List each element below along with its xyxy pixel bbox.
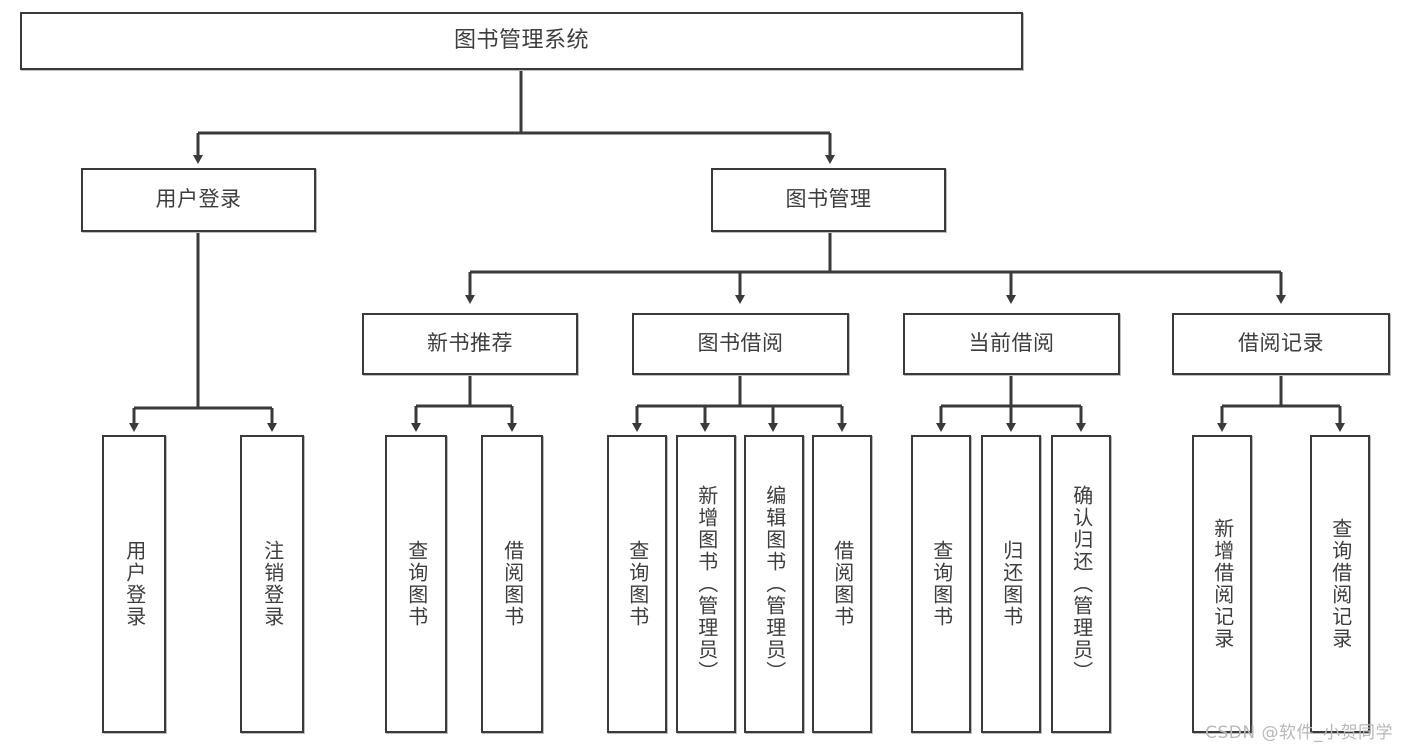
node-label: 用户登录 (155, 187, 242, 212)
node-label: 用户登录 (122, 540, 147, 628)
node-user-login[interactable]: 用户登录 (81, 168, 316, 232)
node-book-borrow[interactable]: 图书借阅 (632, 313, 849, 375)
node-label: 借阅图书 (500, 540, 525, 628)
node-label: 新增图书（管理员） (694, 485, 719, 683)
node-label: 查询图书 (404, 540, 429, 628)
leaf-query-book-borrow[interactable]: 查询图书 (607, 435, 667, 733)
node-borrow-record[interactable]: 借阅记录 (1172, 313, 1390, 375)
leaf-borrow-book-recommend[interactable]: 借阅图书 (481, 435, 543, 733)
node-label: 注销登录 (260, 540, 285, 628)
node-label: 当前借阅 (968, 331, 1055, 356)
node-label: 新增借阅记录 (1210, 518, 1235, 650)
leaf-add-borrow-record[interactable]: 新增借阅记录 (1192, 435, 1252, 733)
node-label: 查询图书 (929, 540, 954, 628)
node-label: 图书借阅 (697, 331, 784, 356)
leaf-query-book-current[interactable]: 查询图书 (911, 435, 971, 733)
node-label: 查询图书 (625, 540, 650, 628)
leaf-confirm-return[interactable]: 确认归还（管理员） (1051, 435, 1111, 733)
node-current-borrow[interactable]: 当前借阅 (903, 313, 1120, 375)
node-root-system[interactable]: 图书管理系统 (20, 12, 1023, 70)
leaf-query-borrow-record[interactable]: 查询借阅记录 (1310, 435, 1370, 733)
node-label: 新书推荐 (427, 331, 513, 356)
node-label: 图书管理 (785, 187, 872, 212)
node-label: 查询借阅记录 (1328, 518, 1353, 650)
node-label: 编辑图书（管理员） (762, 485, 787, 683)
node-label: 图书管理系统 (453, 27, 589, 53)
leaf-query-book-recommend[interactable]: 查询图书 (385, 435, 447, 733)
leaf-user-login[interactable]: 用户登录 (102, 435, 166, 733)
node-label: 确认归还（管理员） (1069, 485, 1094, 683)
leaf-edit-book[interactable]: 编辑图书（管理员） (744, 435, 804, 733)
leaf-add-book[interactable]: 新增图书（管理员） (676, 435, 736, 733)
leaf-logout-login[interactable]: 注销登录 (240, 435, 304, 733)
node-label: 借阅图书 (830, 540, 855, 628)
leaf-borrow-book-borrow[interactable]: 借阅图书 (812, 435, 872, 733)
leaf-return-book[interactable]: 归还图书 (981, 435, 1041, 733)
watermark-text: CSDN @软件_小贺同学 (1205, 723, 1393, 743)
node-label: 借阅记录 (1238, 331, 1324, 356)
node-book-management[interactable]: 图书管理 (711, 168, 946, 232)
node-label: 归还图书 (999, 540, 1024, 628)
node-new-book-recommend[interactable]: 新书推荐 (362, 313, 578, 375)
